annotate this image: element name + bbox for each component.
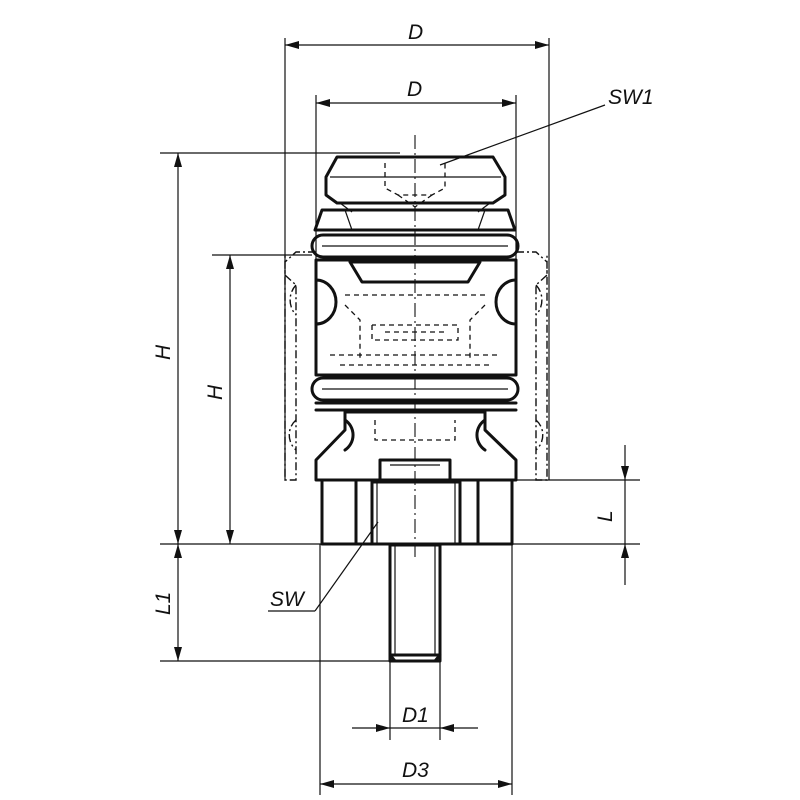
leader-sw1: SW1 bbox=[439, 86, 654, 166]
label-d1: D1 bbox=[402, 704, 429, 727]
dim-d-inner: D bbox=[315, 78, 517, 260]
base-hex bbox=[320, 478, 514, 546]
top-cap bbox=[324, 155, 507, 213]
dim-h-inner: H bbox=[204, 254, 312, 544]
label-sw1: SW1 bbox=[608, 86, 654, 109]
label-sw: SW bbox=[270, 588, 306, 611]
dim-d-outer: D bbox=[284, 21, 550, 480]
ghost-outline bbox=[284, 251, 548, 481]
dim-h-outer: H bbox=[152, 152, 400, 544]
label-d3: D3 bbox=[402, 759, 429, 782]
label-l: L bbox=[594, 510, 617, 522]
main-body bbox=[314, 258, 518, 377]
label-h-inner: H bbox=[204, 384, 227, 400]
lower-spring bbox=[310, 376, 520, 412]
dim-l: L bbox=[512, 445, 640, 585]
dim-d1: D1 bbox=[352, 661, 478, 740]
label-d-outer: D bbox=[408, 21, 423, 44]
leader-sw: SW bbox=[268, 521, 379, 612]
second-tier bbox=[313, 208, 517, 232]
label-l1: L1 bbox=[152, 592, 175, 615]
dim-d3: D3 bbox=[319, 544, 513, 795]
upper-spring bbox=[310, 233, 520, 259]
label-d-inner: D bbox=[407, 78, 422, 101]
label-h-outer: H bbox=[152, 344, 175, 360]
threaded-stud bbox=[388, 543, 442, 663]
dim-l1: L1 bbox=[152, 544, 390, 662]
lower-body bbox=[314, 410, 518, 482]
